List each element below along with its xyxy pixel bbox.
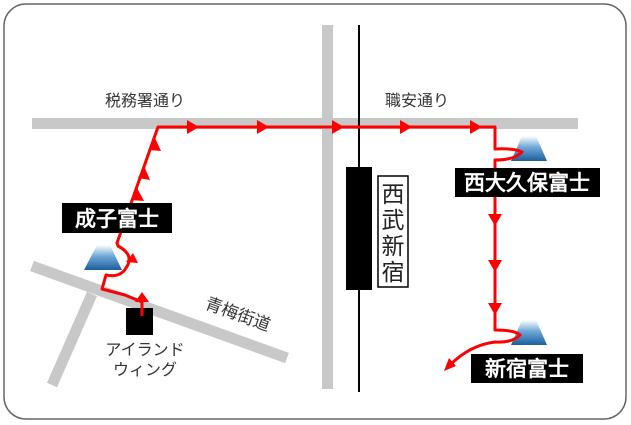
mount-fuji-icon xyxy=(84,245,122,270)
road-label-shokuan: 職安通り xyxy=(385,91,449,110)
station-platform xyxy=(346,167,372,290)
station-label-3: 新 xyxy=(382,234,405,260)
road-zeimusho-shokuan xyxy=(32,118,578,129)
road-branch xyxy=(46,291,98,388)
building-label-line1: アイランド xyxy=(105,340,184,359)
station-label-1: 西 xyxy=(382,182,405,208)
road-label-zeimusho: 税務署通り xyxy=(105,91,185,110)
fuji-label-bg xyxy=(455,168,600,197)
station-label-4: 宿 xyxy=(382,260,405,286)
building-label-line2: ウィング xyxy=(113,360,177,379)
building-island-wing xyxy=(126,308,153,335)
station-label-2: 武 xyxy=(382,208,405,234)
road-vertical xyxy=(322,25,333,389)
station-label-box xyxy=(377,175,409,288)
fuji-label-shinjuku: 新宿富士 xyxy=(485,357,569,381)
fuji-label-nishiokubo: 西大久保富士 xyxy=(464,171,590,195)
fuji-label-bg xyxy=(471,354,583,383)
walking-route xyxy=(100,125,524,367)
road-ome-kaido xyxy=(30,260,289,364)
fuji-label-bg xyxy=(62,203,172,233)
fuji-label-naruko: 成子富士 xyxy=(75,207,159,231)
route-arrows xyxy=(126,120,502,371)
mount-fuji-icon xyxy=(511,320,547,345)
